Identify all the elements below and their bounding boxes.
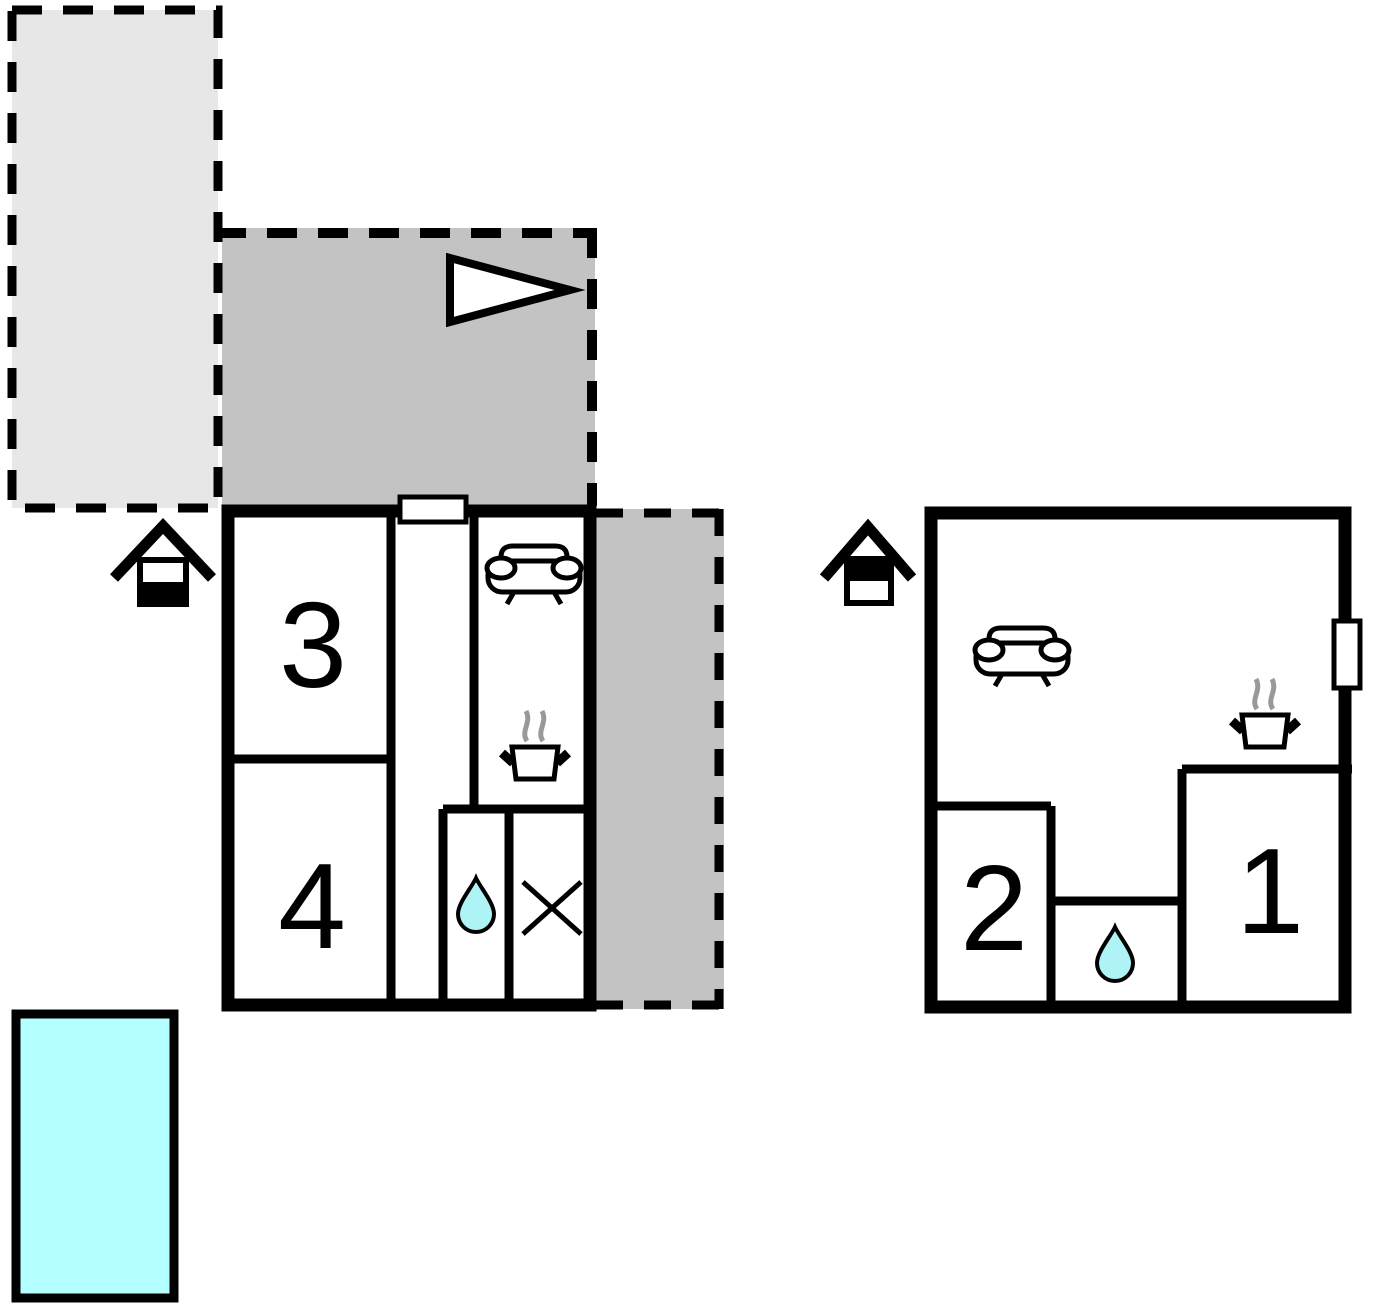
covered-terrace-fill [222, 228, 595, 506]
side-terrace [596, 508, 724, 1010]
side-terrace-fill [596, 509, 724, 1009]
room-3-label: 3 [279, 577, 347, 713]
entrance-roof [819, 518, 917, 582]
entrance-body-fill [844, 556, 894, 581]
entrance-roof [109, 517, 217, 582]
upper-terrace [7, 5, 223, 513]
pool [11, 1009, 179, 1303]
main-building-inner-walls [222, 505, 590, 1011]
room-1-label: 1 [1236, 823, 1304, 959]
covered-terrace [216, 228, 597, 506]
upper-terrace-fill [7, 5, 223, 513]
room-2-label: 2 [960, 840, 1028, 976]
annex-entrance-icon [819, 518, 917, 606]
main-building: 3 4 [221, 494, 597, 1012]
main-entrance-icon [109, 517, 217, 607]
room-4-label: 4 [278, 838, 346, 974]
entrance-body-fill [137, 582, 189, 607]
main-building-door [397, 494, 469, 525]
triangle-flag-icon [446, 252, 586, 328]
annex-building-outline [924, 506, 1352, 1014]
crossed-room-icon [521, 880, 583, 936]
annex-inner-walls [925, 764, 1352, 1013]
annex-building: 2 1 [924, 506, 1363, 1014]
annex-window [1331, 618, 1363, 691]
